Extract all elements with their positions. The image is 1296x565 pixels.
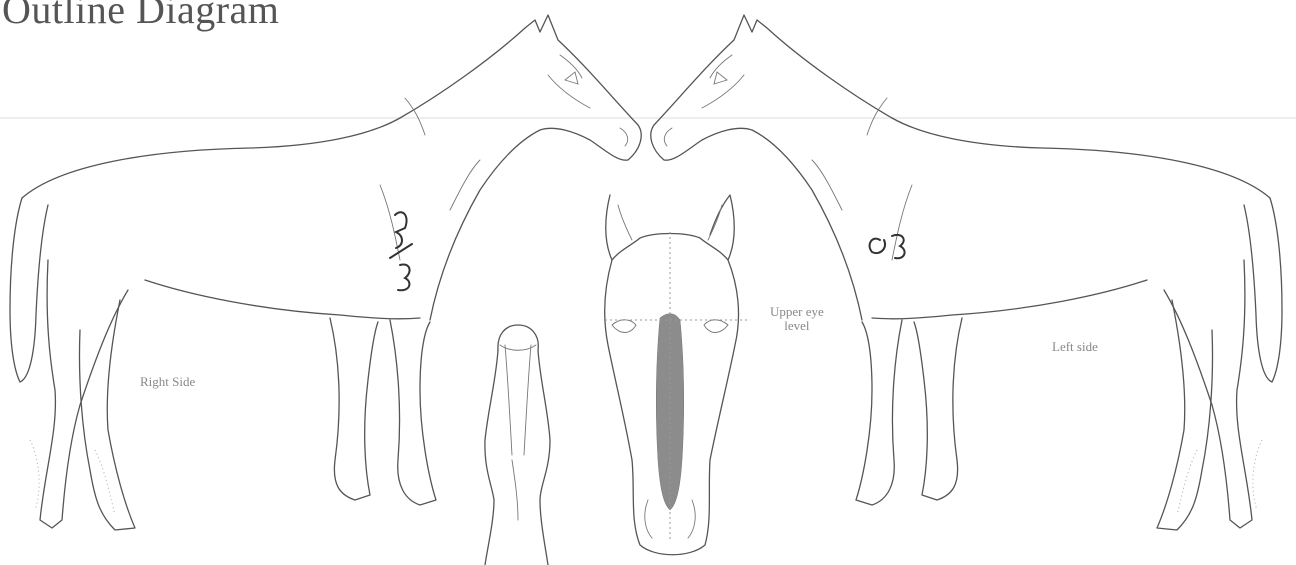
label-left-side: Left side [1052,340,1098,354]
handwritten-mark-left [870,235,905,258]
horse-head-front-outline [605,195,748,555]
muzzle-underside-outline [485,325,550,565]
horse-left-side-outline [651,15,1282,530]
label-right-side: Right Side [140,375,195,389]
horse-right-side-outline [10,15,641,530]
label-upper-eye-line2: level [770,319,824,333]
label-upper-eye-level: Upper eye level [770,305,824,333]
label-upper-eye-line1: Upper eye [770,305,824,319]
